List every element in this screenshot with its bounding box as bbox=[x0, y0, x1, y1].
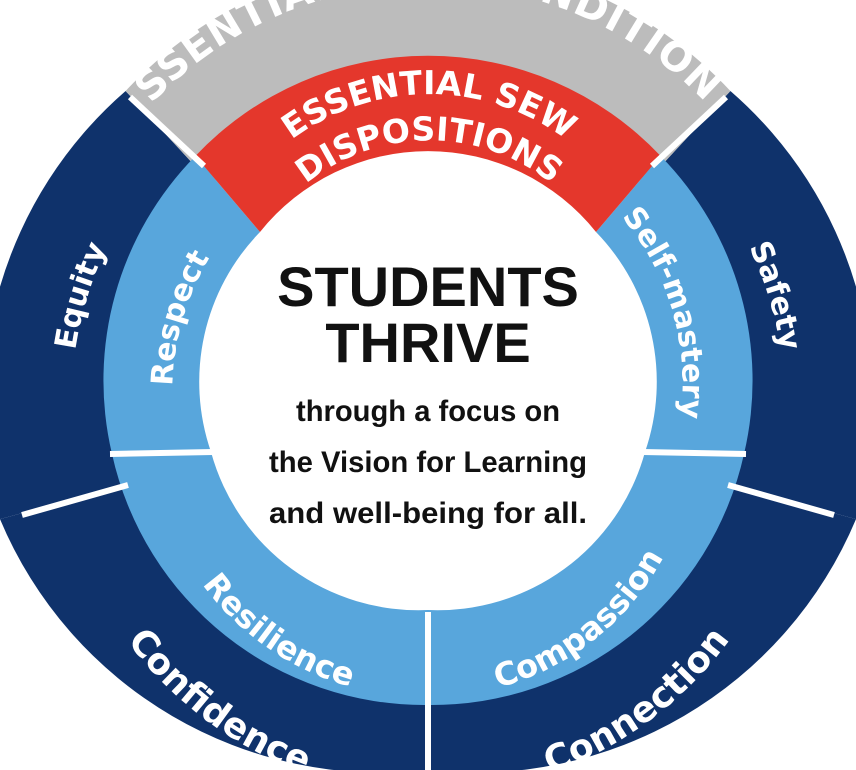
center-circle bbox=[216, 178, 640, 602]
outer-segment-equity bbox=[0, 91, 212, 520]
center-body-line1: through a focus on bbox=[296, 395, 560, 428]
inner-segment-dispositions bbox=[195, 55, 661, 233]
center-title-line1: STUDENTS bbox=[277, 255, 579, 318]
outer-segment-confidence bbox=[0, 485, 428, 770]
inner-segment-self-mastery bbox=[596, 156, 753, 454]
inner-segment-compassion bbox=[428, 452, 744, 706]
center-body-line3: and well-being for all. bbox=[269, 497, 587, 530]
center-title-line2: THRIVE bbox=[325, 311, 530, 374]
outer-segment-safety bbox=[644, 91, 856, 520]
center-body-line2: the Vision for Learning bbox=[269, 446, 587, 479]
segment-separators bbox=[21, 94, 835, 770]
inner-segment-respect bbox=[103, 156, 260, 454]
outer-segment-connection bbox=[428, 485, 856, 770]
inner-segment-resilience bbox=[112, 452, 428, 706]
outer-segment-conditions bbox=[125, 0, 731, 184]
